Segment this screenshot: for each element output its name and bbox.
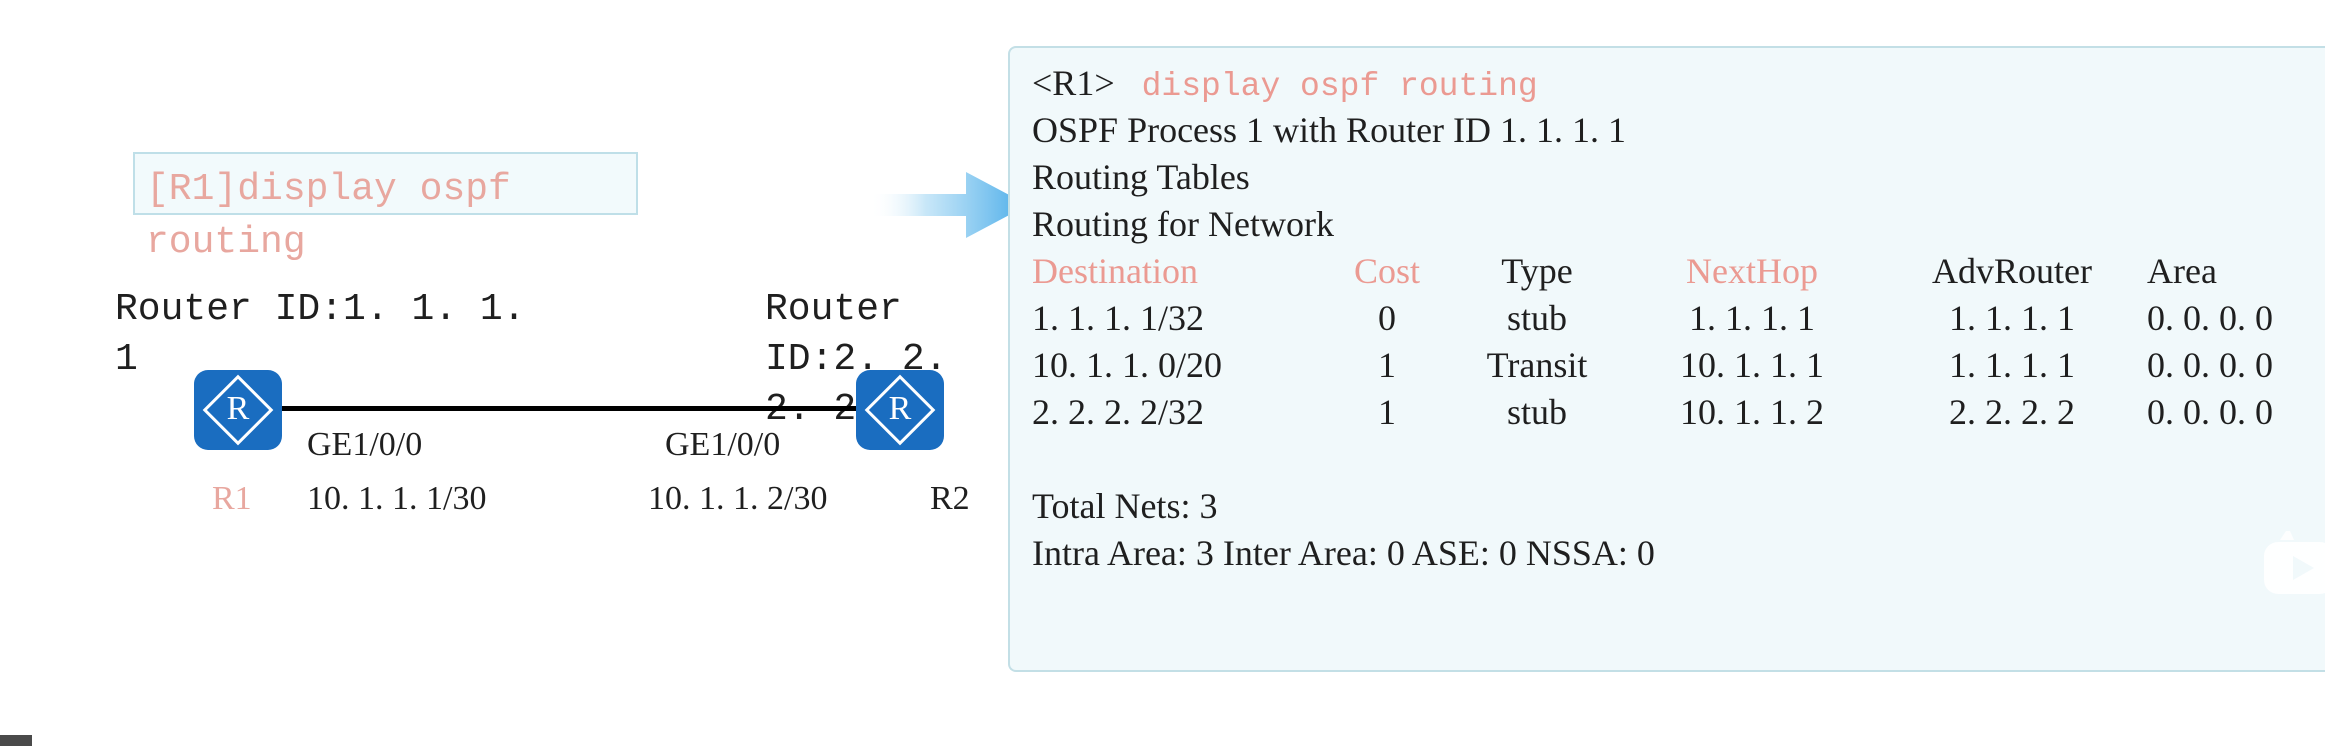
cell-destination: 2. 2. 2. 2/32 bbox=[1032, 392, 1205, 432]
cell-advrouter: 1. 1. 1. 1 bbox=[1949, 298, 2075, 338]
column-header-advrouter: AdvRouter bbox=[1932, 251, 2092, 291]
terminal-prompt-line: <R1> display ospf routing bbox=[1032, 60, 2325, 107]
terminal-line-process: OSPF Process 1 with Router ID 1. 1. 1. 1 bbox=[1032, 110, 1627, 150]
play-video-icon bbox=[2264, 531, 2325, 594]
column-header-nexthop: NextHop bbox=[1686, 251, 1818, 291]
router-link-line bbox=[282, 406, 856, 411]
cell-area: 0. 0. 0. 0 bbox=[2147, 345, 2273, 385]
column-header-cost: Cost bbox=[1353, 251, 1421, 291]
ip-address-label-r2: 10. 1. 1. 2/30 bbox=[648, 480, 828, 517]
terminal-summary-areas: Intra Area: 3 Inter Area: 0 ASE: 0 NSSA:… bbox=[1032, 533, 1655, 573]
terminal-summary-total-nets: Total Nets: 3 bbox=[1032, 486, 1218, 526]
bottom-left-chrome-bar bbox=[0, 735, 32, 746]
cell-nexthop: 1. 1. 1. 1 bbox=[1689, 298, 1815, 338]
router-icon-r1[interactable]: R bbox=[194, 370, 282, 450]
flow-arrow-icon bbox=[870, 172, 1028, 238]
interface-label-r2: GE1/0/0 bbox=[665, 426, 781, 463]
table-row: 2. 2. 2. 2/32 1 stub 10. 1. 1. 2 2. 2. 2… bbox=[1032, 389, 2325, 436]
ip-address-label-r1: 10. 1. 1. 1/30 bbox=[307, 480, 487, 517]
cell-cost: 1 bbox=[1378, 345, 1396, 385]
cell-type: stub bbox=[1506, 392, 1567, 432]
cell-area: 0. 0. 0. 0 bbox=[2147, 298, 2273, 338]
cell-nexthop: 10. 1. 1. 2 bbox=[1680, 392, 1824, 432]
prompt-command: display ospf routing bbox=[1141, 68, 1538, 105]
table-header-row: Destination Cost Type NextHop AdvRouter … bbox=[1032, 248, 2325, 295]
router-icon-r2[interactable]: R bbox=[856, 370, 944, 450]
routing-table: Destination Cost Type NextHop AdvRouter … bbox=[1032, 248, 2325, 436]
prompt-tag: <R1> bbox=[1032, 63, 1115, 103]
device-name-r1: R1 bbox=[212, 480, 252, 517]
column-header-type: Type bbox=[1501, 251, 1573, 291]
router-id-label-r1: Router ID:1. 1. 1. 1 bbox=[115, 288, 526, 381]
network-diagram-panel: [R1]display ospf routing Router ID:1. 1.… bbox=[0, 0, 1028, 746]
table-row: 1. 1. 1. 1/32 0 stub 1. 1. 1. 1 1. 1. 1.… bbox=[1032, 295, 2325, 342]
cell-nexthop: 10. 1. 1. 1 bbox=[1680, 345, 1824, 385]
cell-destination: 10. 1. 1. 0/20 bbox=[1032, 345, 1223, 385]
cell-type: stub bbox=[1506, 298, 1567, 338]
cell-cost: 1 bbox=[1378, 392, 1396, 432]
device-name-r2: R2 bbox=[930, 480, 970, 517]
cell-area: 0. 0. 0. 0 bbox=[2147, 392, 2273, 432]
cell-advrouter: 2. 2. 2. 2 bbox=[1949, 392, 2075, 432]
column-header-area: Area bbox=[2147, 251, 2217, 291]
terminal-output-panel: <R1> display ospf routing OSPF Process 1… bbox=[1008, 46, 2325, 672]
terminal-line-routing-tables: Routing Tables bbox=[1032, 157, 1250, 197]
cell-destination: 1. 1. 1. 1/32 bbox=[1032, 298, 1205, 338]
command-callout-box bbox=[133, 152, 638, 215]
terminal-body: <R1> display ospf routing OSPF Process 1… bbox=[1032, 60, 2325, 670]
table-row: 10. 1. 1. 0/20 1 Transit 10. 1. 1. 1 1. … bbox=[1032, 342, 2325, 389]
router-r-glyph: R bbox=[226, 390, 250, 427]
terminal-line-routing-for-network: Routing for Network bbox=[1032, 204, 1334, 244]
cell-type: Transit bbox=[1486, 345, 1588, 385]
cell-advrouter: 1. 1. 1. 1 bbox=[1949, 345, 2075, 385]
command-callout-text: [R1]display ospf routing bbox=[146, 168, 534, 264]
router-r-glyph: R bbox=[888, 390, 912, 427]
cell-cost: 0 bbox=[1378, 298, 1396, 338]
column-header-destination: Destination bbox=[1032, 251, 1198, 291]
interface-label-r1: GE1/0/0 bbox=[307, 426, 423, 463]
terminal-blank-line bbox=[1032, 436, 2325, 483]
